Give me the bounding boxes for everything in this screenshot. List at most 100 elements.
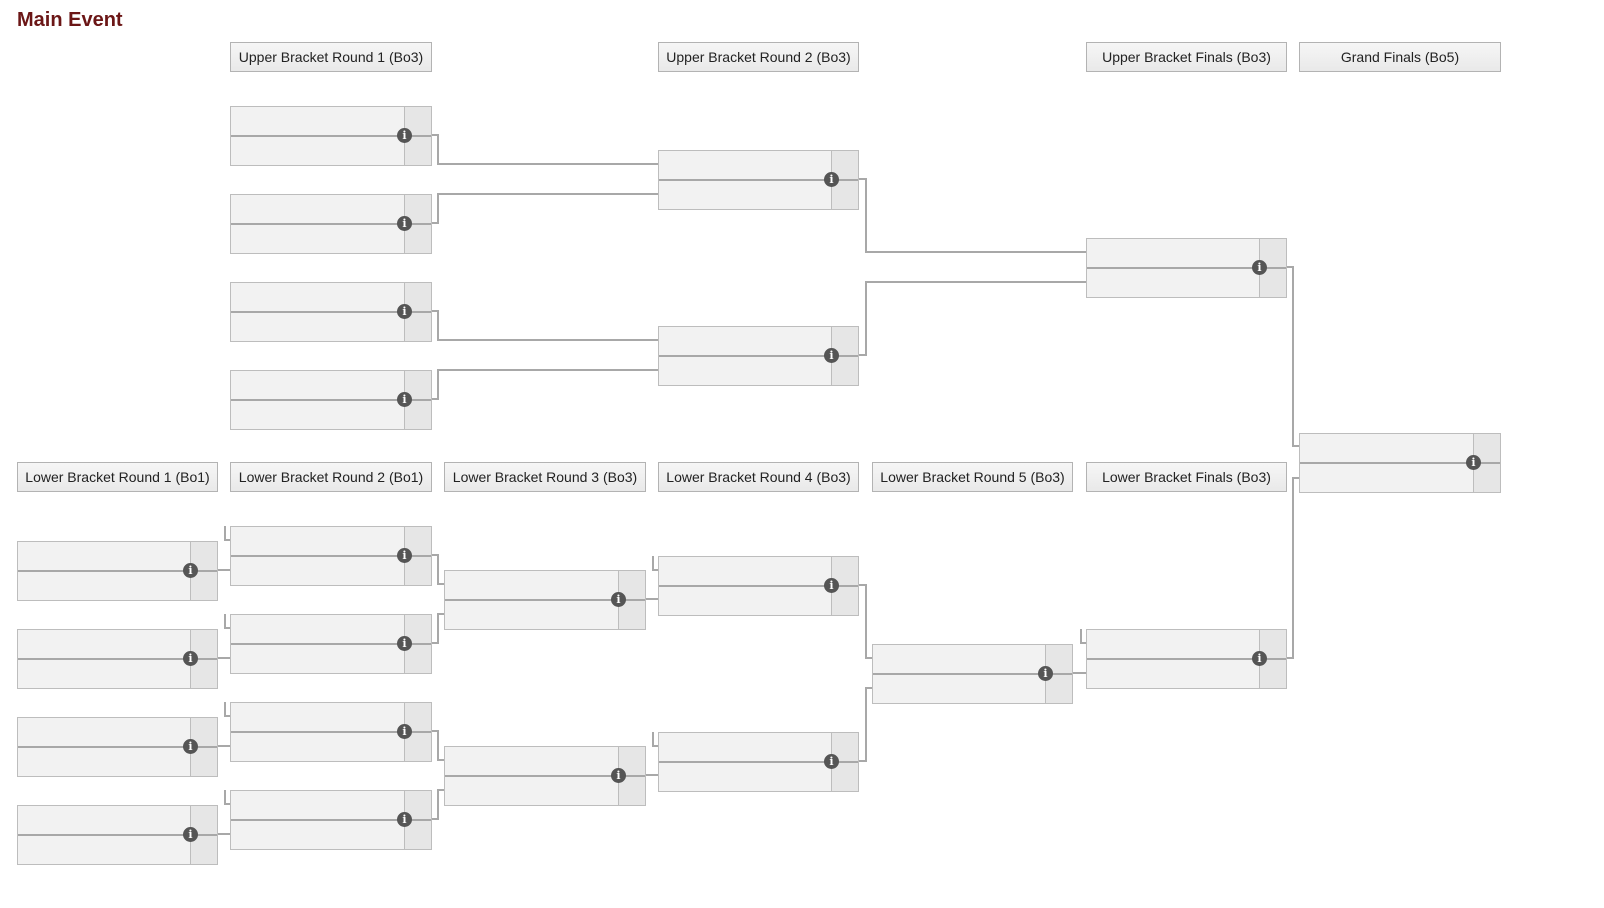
round-header-ubf: Upper Bracket Finals (Bo3): [1086, 42, 1287, 72]
team-slot-bottom[interactable]: [1087, 659, 1259, 687]
team-slot-bottom[interactable]: [659, 356, 831, 384]
match-lb5-m1: i: [872, 644, 1073, 704]
match-lb4-m2: i: [658, 732, 859, 792]
info-icon[interactable]: i: [1038, 666, 1053, 681]
team-slot-bottom[interactable]: [873, 674, 1045, 702]
team-slot-bottom[interactable]: [231, 644, 404, 672]
match-divider: [659, 179, 858, 181]
info-icon[interactable]: i: [611, 592, 626, 607]
team-slot-bottom[interactable]: [231, 224, 404, 252]
team-slot-bottom[interactable]: [231, 400, 404, 428]
team-slot-bottom[interactable]: [231, 820, 404, 848]
info-icon[interactable]: i: [183, 739, 198, 754]
match-lb1-m2: i: [17, 629, 218, 689]
info-icon[interactable]: i: [397, 548, 412, 563]
team-slot-bottom[interactable]: [1300, 463, 1473, 491]
match-divider: [231, 399, 431, 401]
team-slot-top[interactable]: [18, 630, 190, 658]
team-slot-top[interactable]: [231, 371, 404, 399]
match-divider: [659, 761, 858, 763]
team-slot-bottom[interactable]: [445, 776, 618, 804]
team-slot-bottom[interactable]: [18, 835, 190, 863]
match-lb3-m2: i: [444, 746, 646, 806]
match-lb1-m4: i: [17, 805, 218, 865]
match-lb4-m1: i: [658, 556, 859, 616]
match-divider: [231, 819, 431, 821]
match-divider: [659, 355, 858, 357]
team-slot-top[interactable]: [1300, 434, 1473, 462]
info-icon[interactable]: i: [1252, 651, 1267, 666]
round-header-lb5: Lower Bracket Round 5 (Bo3): [872, 462, 1073, 492]
team-slot-top[interactable]: [231, 791, 404, 819]
info-icon[interactable]: i: [397, 724, 412, 739]
team-slot-bottom[interactable]: [659, 586, 831, 614]
info-icon[interactable]: i: [397, 128, 412, 143]
info-icon[interactable]: i: [397, 812, 412, 827]
match-gf-m1: i: [1299, 433, 1501, 493]
match-divider: [445, 599, 645, 601]
info-icon[interactable]: i: [183, 651, 198, 666]
info-icon[interactable]: i: [1252, 260, 1267, 275]
team-slot-top[interactable]: [873, 645, 1045, 673]
team-slot-top[interactable]: [659, 327, 831, 355]
team-slot-top[interactable]: [231, 615, 404, 643]
match-divider: [445, 775, 645, 777]
match-lb2-m3: i: [230, 702, 432, 762]
team-slot-top[interactable]: [231, 527, 404, 555]
team-slot-top[interactable]: [1087, 239, 1259, 267]
match-divider: [231, 731, 431, 733]
info-icon[interactable]: i: [824, 578, 839, 593]
team-slot-bottom[interactable]: [445, 600, 618, 628]
info-icon[interactable]: i: [824, 754, 839, 769]
round-header-lb4: Lower Bracket Round 4 (Bo3): [658, 462, 859, 492]
team-slot-bottom[interactable]: [231, 732, 404, 760]
team-slot-top[interactable]: [231, 703, 404, 731]
match-ub1-m2: i: [230, 194, 432, 254]
match-lb2-m2: i: [230, 614, 432, 674]
info-icon[interactable]: i: [824, 348, 839, 363]
match-divider: [231, 311, 431, 313]
team-slot-bottom[interactable]: [231, 312, 404, 340]
info-icon[interactable]: i: [824, 172, 839, 187]
team-slot-top[interactable]: [445, 571, 618, 599]
round-header-lb3: Lower Bracket Round 3 (Bo3): [444, 462, 646, 492]
team-slot-top[interactable]: [659, 151, 831, 179]
info-icon[interactable]: i: [397, 392, 412, 407]
team-slot-bottom[interactable]: [18, 571, 190, 599]
match-lb2-m1: i: [230, 526, 432, 586]
info-icon[interactable]: i: [397, 304, 412, 319]
team-slot-top[interactable]: [659, 733, 831, 761]
match-ub1-m1: i: [230, 106, 432, 166]
team-slot-top[interactable]: [18, 542, 190, 570]
team-slot-bottom[interactable]: [231, 136, 404, 164]
team-slot-top[interactable]: [231, 195, 404, 223]
info-icon[interactable]: i: [397, 636, 412, 651]
team-slot-top[interactable]: [231, 283, 404, 311]
team-slot-bottom[interactable]: [659, 180, 831, 208]
team-slot-top[interactable]: [18, 718, 190, 746]
match-divider: [231, 223, 431, 225]
info-icon[interactable]: i: [1466, 455, 1481, 470]
team-slot-bottom[interactable]: [1087, 268, 1259, 296]
team-slot-top[interactable]: [18, 806, 190, 834]
match-lb1-m1: i: [17, 541, 218, 601]
page-title: Main Event: [17, 9, 123, 31]
round-header-lb1: Lower Bracket Round 1 (Bo1): [17, 462, 218, 492]
team-slot-bottom[interactable]: [18, 747, 190, 775]
team-slot-bottom[interactable]: [18, 659, 190, 687]
team-slot-top[interactable]: [445, 747, 618, 775]
info-icon[interactable]: i: [611, 768, 626, 783]
team-slot-top[interactable]: [659, 557, 831, 585]
match-lb2-m4: i: [230, 790, 432, 850]
info-icon[interactable]: i: [183, 827, 198, 842]
info-icon[interactable]: i: [183, 563, 198, 578]
team-slot-top[interactable]: [1087, 630, 1259, 658]
team-slot-bottom[interactable]: [231, 556, 404, 584]
match-divider: [18, 570, 217, 572]
team-slot-top[interactable]: [231, 107, 404, 135]
info-icon[interactable]: i: [397, 216, 412, 231]
match-ub2-m1: i: [658, 150, 859, 210]
round-header-ub1: Upper Bracket Round 1 (Bo3): [230, 42, 432, 72]
team-slot-bottom[interactable]: [659, 762, 831, 790]
